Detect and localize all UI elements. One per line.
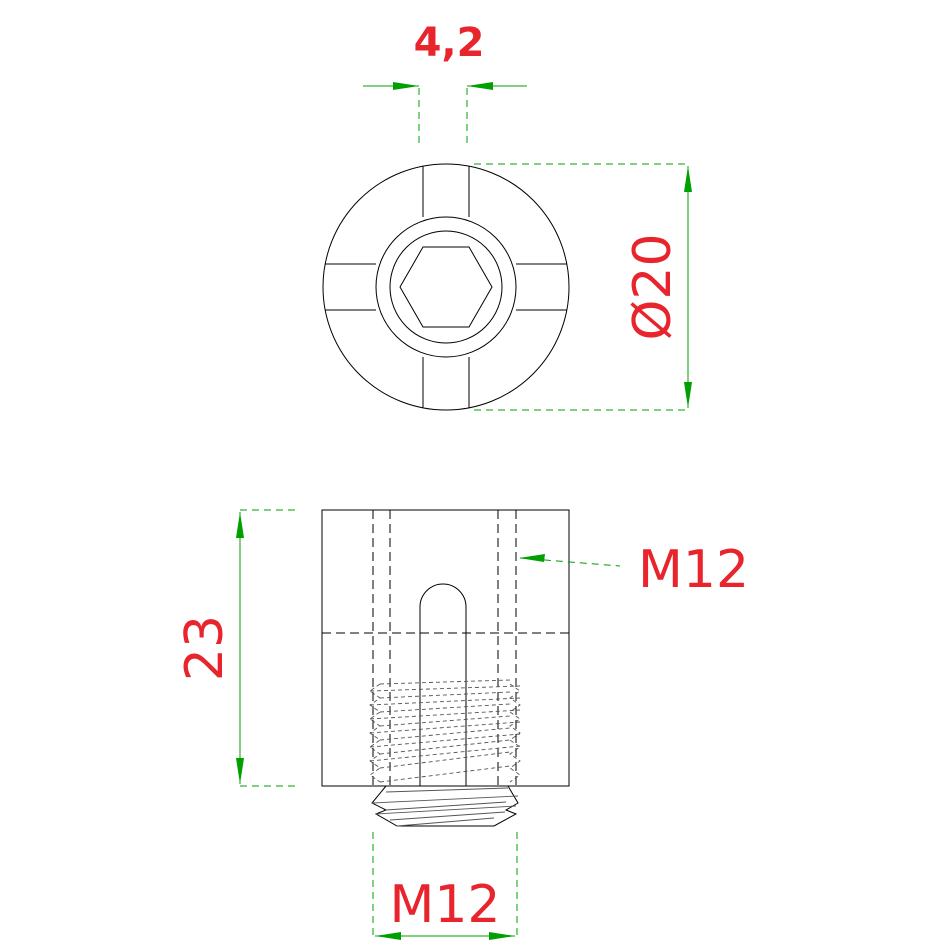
inner-circle [389, 230, 503, 344]
height-dimension: 23 [175, 509, 300, 787]
cross-slots [325, 166, 567, 408]
center-slot [419, 583, 467, 786]
slot-width-label: 4,2 [414, 20, 485, 66]
internal-thread [369, 679, 521, 783]
outer-thread-dimension: M12 [372, 832, 518, 940]
top-view [322, 163, 570, 411]
slot-width-dimension: 4,2 [363, 20, 527, 145]
outer-circle [322, 163, 570, 411]
side-view [321, 509, 570, 827]
inner-thread-label: M12 [638, 540, 749, 600]
protruding-thread [371, 785, 519, 827]
bore-circle [375, 216, 517, 358]
diameter-label: Ø20 [623, 233, 683, 340]
outer-thread-label: M12 [389, 875, 500, 935]
diameter-dimension: Ø20 [474, 163, 692, 411]
inner-thread-leader: M12 [519, 540, 749, 600]
hex-socket [399, 246, 493, 328]
height-label: 23 [175, 615, 235, 681]
body-outline [321, 509, 570, 787]
